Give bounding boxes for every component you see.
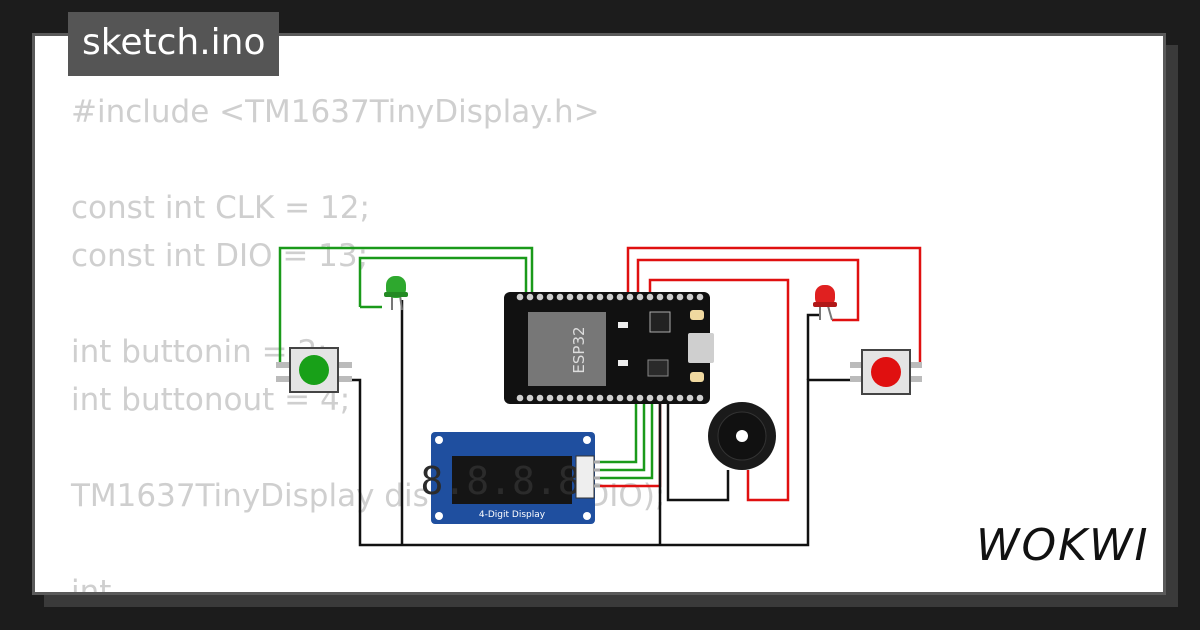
bottom-pin-header	[516, 394, 704, 402]
green-pushbutton[interactable]	[276, 347, 352, 393]
preview-frame: #include <TM1637TinyDisplay.h> const int…	[32, 33, 1166, 595]
code-line: #include <TM1637TinyDisplay.h>	[71, 94, 600, 130]
four-digit-display[interactable]: 8.8.8.8. 4-Digit Display	[420, 432, 604, 524]
code-line: int buttonout = 4;	[71, 382, 351, 418]
chip-label: ESP32	[570, 326, 588, 373]
display-label: 4-Digit Display	[479, 510, 546, 520]
red-pushbutton[interactable]	[850, 349, 922, 395]
top-pin-header	[516, 293, 704, 301]
code-line: int ...	[71, 574, 151, 595]
black-wires	[345, 300, 860, 547]
green-wires	[278, 246, 654, 480]
buzzer[interactable]	[708, 402, 776, 470]
code-line: const int CLK = 12;	[71, 190, 370, 226]
code-line: const int DIO = 13;	[71, 238, 369, 274]
code-line: int buttonin = 2;	[71, 334, 328, 370]
display-digits: 8.8.8.8.	[420, 459, 603, 503]
red-led[interactable]	[813, 285, 837, 321]
wokwi-logo: WOKWI	[976, 520, 1150, 571]
esp32-board[interactable]: ESP32	[504, 292, 714, 404]
filename-tab[interactable]: sketch.ino	[68, 12, 280, 76]
green-led[interactable]	[384, 276, 408, 311]
